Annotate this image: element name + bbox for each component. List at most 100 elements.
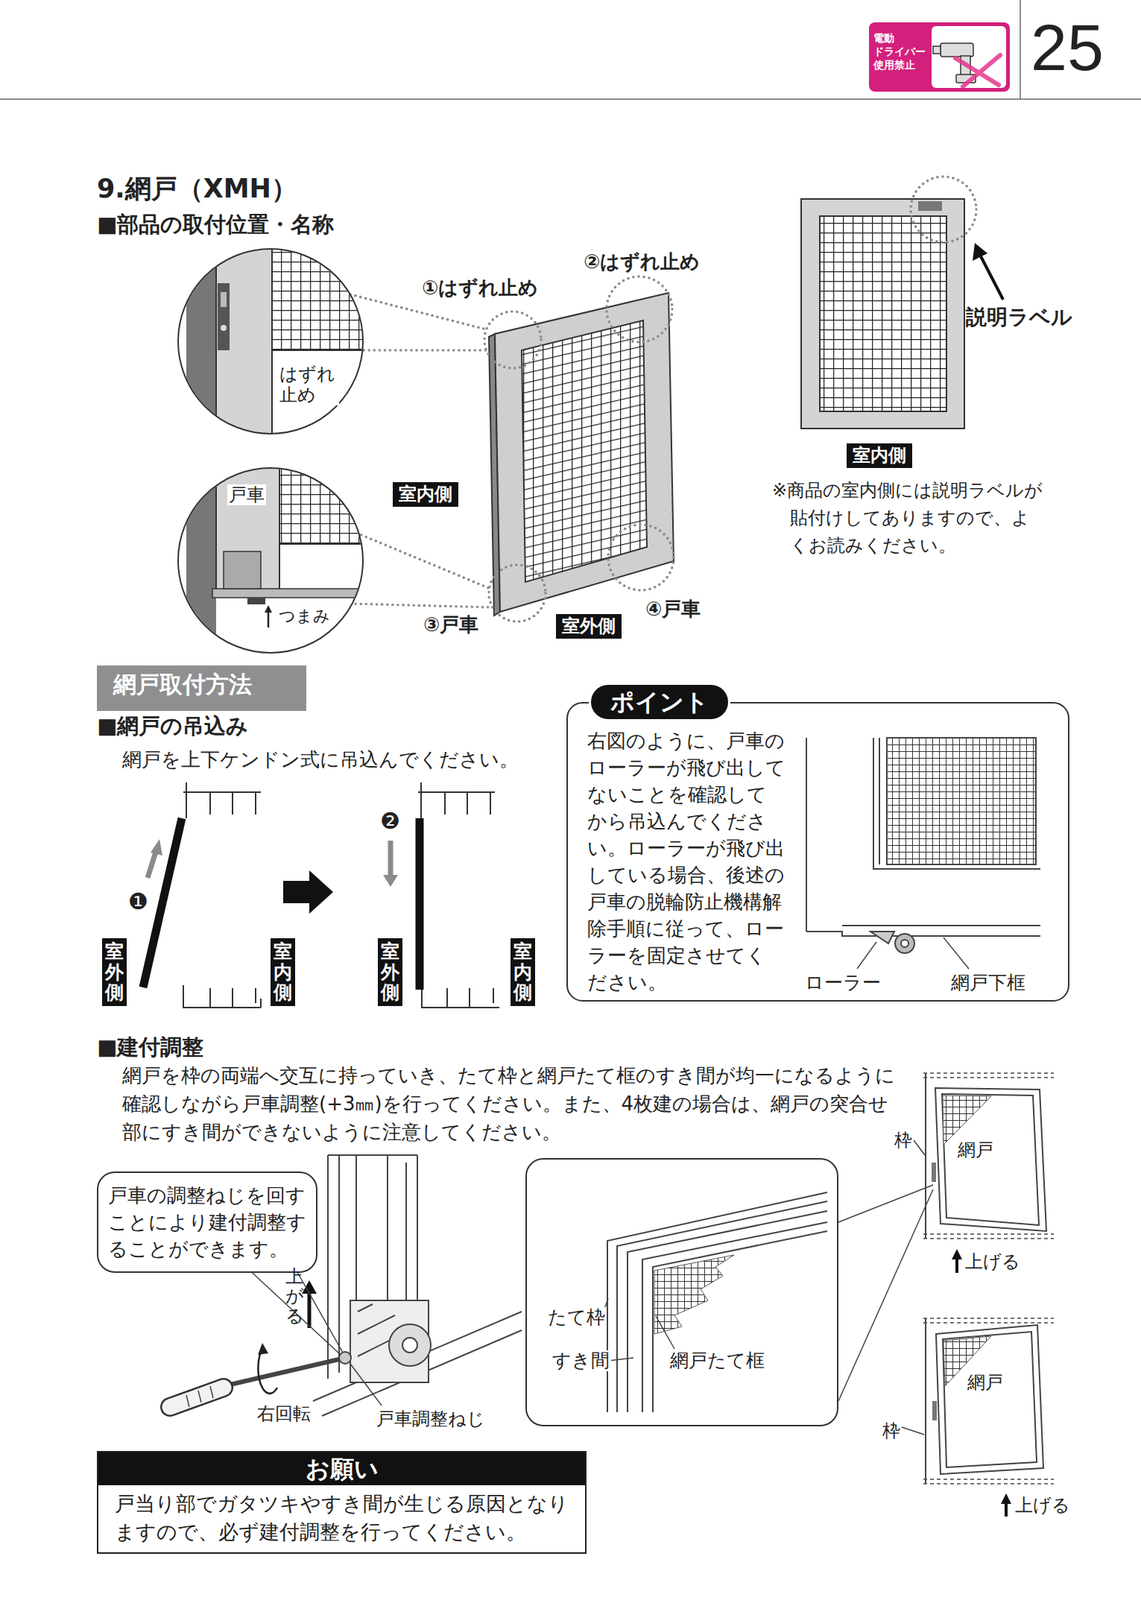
side-tag: 室外側	[555, 614, 622, 639]
detail-circle-roller	[186, 462, 217, 649]
point-figure	[870, 931, 895, 944]
page-header	[931, 26, 1007, 88]
screen-door-figure	[350, 276, 674, 622]
adjust-result-figures	[923, 1318, 1054, 1484]
callout-number: ④戸車	[645, 596, 701, 622]
gap-zoom-figure	[654, 1255, 735, 1335]
side-tag-vertical-text: 室内側	[273, 941, 293, 1004]
adjust-result-figures	[931, 1162, 937, 1182]
screen-door-figure	[488, 564, 546, 622]
detail-circle-roller	[267, 611, 270, 628]
gap-zoom-figure	[642, 1222, 828, 1413]
hanging-diagram	[150, 839, 163, 856]
page-number: 25	[1030, 14, 1104, 81]
hanging-diagram	[143, 818, 182, 988]
hanging-diagram	[183, 985, 261, 1008]
screen-door-figure	[521, 320, 647, 583]
point-figure	[806, 925, 1041, 937]
point-figure	[806, 737, 1041, 969]
point-figure	[886, 737, 1036, 865]
callout-circle: はずれ 止め	[177, 248, 364, 435]
callout-circle-text: つまみ	[277, 606, 332, 627]
page-header	[0, 0, 1141, 100]
zoom-box: たて枠すき間網戸たて框	[525, 1158, 839, 1427]
gap-zoom-figure	[603, 1184, 934, 1413]
part-name: 網戸	[967, 1371, 1004, 1394]
page-header	[1019, 0, 1022, 100]
detail-circle-stopper	[186, 245, 217, 440]
hanging-diagram	[147, 849, 157, 878]
gap-zoom-figure	[838, 1184, 934, 1402]
point-figure	[857, 937, 969, 969]
screen-door-figure	[484, 311, 542, 369]
detail-circle-stopper	[178, 245, 369, 440]
section-heading: ■網戸の吊込み	[96, 712, 249, 740]
point-figure	[805, 737, 808, 932]
side-tag-text: 室内側	[398, 482, 453, 507]
zoom-box-text: 網戸たて框	[668, 1350, 767, 1372]
hanging-diagram	[183, 782, 261, 819]
adjust-result-figures	[924, 1073, 927, 1239]
notice-box-text: 戸当り部でガタツキやすき間が生じる原因となりますので、必ず建付調整を行ってくださ…	[98, 1485, 586, 1553]
gap-zoom-figure	[607, 1192, 828, 1413]
hanging-diagram	[283, 870, 334, 914]
page-header	[940, 43, 974, 57]
adjust-result-figures	[924, 1318, 927, 1484]
direction-label: 上げる	[1015, 1494, 1071, 1517]
point-figure	[895, 933, 915, 954]
label-position-figure	[972, 242, 988, 261]
direction-label: 右回転	[257, 1402, 311, 1425]
hanging-diagram	[418, 782, 495, 819]
adjust-result-figures	[942, 1095, 992, 1145]
section-band: 網戸取付方法	[96, 665, 307, 711]
hanging-diagram	[415, 818, 425, 990]
part-name: 戸車調整ねじ	[376, 1407, 486, 1431]
part-name: ローラー	[804, 971, 881, 995]
adjust-result-figures	[932, 1401, 937, 1421]
note: ※商品の室内側には説明ラベルが貼付けしてありますので、よくお読みください。	[772, 476, 1044, 560]
roller-adjust-figure	[402, 1337, 418, 1353]
section-heading: ■建付調整	[96, 1033, 204, 1061]
roller-adjust-figure	[389, 1324, 431, 1367]
adjust-result-figures	[913, 1140, 925, 1156]
roller-adjust-figure	[245, 1266, 343, 1355]
hanging-diagram	[143, 782, 500, 1008]
roller-adjust-figure	[257, 1342, 269, 1355]
callout-circle-text: 戸車	[227, 484, 267, 506]
gap-zoom-figure	[603, 1298, 675, 1361]
screen-door-figure	[350, 294, 492, 608]
detail-circle-roller	[223, 551, 261, 589]
adjust-result-figures	[1004, 1502, 1008, 1517]
prohibition-icon-text: 電動 ドライバー 使用禁止	[873, 31, 929, 73]
detail-circle-roller	[247, 597, 266, 605]
callout-number: ③戸車	[423, 612, 479, 638]
callout-number: ①はずれ止め	[421, 275, 539, 301]
part-name: 枠	[882, 1419, 901, 1443]
roller-adjust-figure	[257, 1348, 278, 1394]
label-position-figure	[801, 198, 965, 429]
section-band-text: 網戸取付方法	[113, 667, 290, 701]
detail-circle-stopper	[216, 245, 273, 440]
detail-circle-roller	[178, 462, 369, 653]
step-number: ❶	[128, 889, 149, 914]
section-heading: ■部品の取付位置・名称	[96, 210, 334, 238]
point-box-text: 右図のように、戸車のローラーが飛び出してないことを確認してから吊込んでください。…	[587, 727, 786, 996]
side-tag-vertical-text: 室内側	[513, 941, 533, 1004]
side-tag-vertical-text: 室外側	[380, 941, 400, 1004]
detail-circle-stopper	[186, 245, 369, 440]
adjust-result-figures	[951, 1249, 963, 1260]
callout-circle-text: はずれ 止め	[279, 363, 340, 406]
adjust-result-figures	[901, 1073, 1054, 1517]
part-name: 枠	[894, 1129, 913, 1152]
point-box-text: ポイント	[588, 682, 731, 722]
adjust-result-figures	[1000, 1493, 1012, 1504]
callout-number: ②はずれ止め	[583, 249, 700, 275]
roller-adjust-figure	[169, 1387, 224, 1408]
detail-circle-stopper	[220, 292, 227, 308]
part-name: 説明ラベル	[965, 304, 1073, 331]
label-position-figure	[801, 176, 1004, 429]
page-title: 9.網戸（XMH）	[96, 171, 298, 207]
prohibition-icon: 電動 ドライバー 使用禁止	[871, 28, 931, 76]
adjust-result-figures	[942, 1094, 1039, 1226]
